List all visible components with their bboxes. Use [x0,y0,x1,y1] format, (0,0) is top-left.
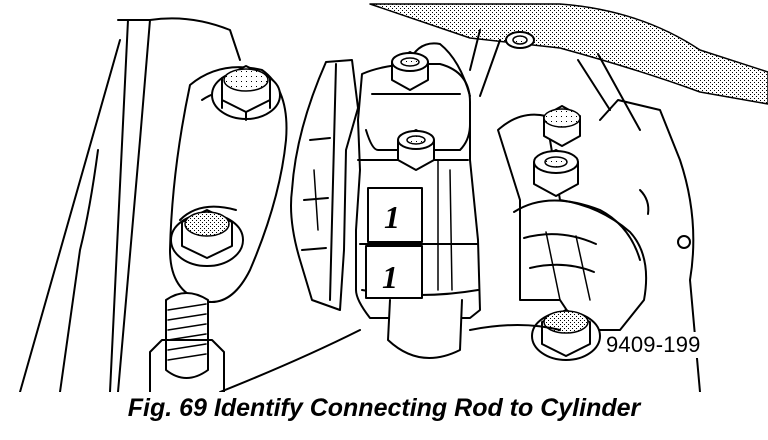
bolt-right-middle [533,149,579,197]
pan-rail [219,324,561,392]
rod-stamp-upper: 1 [384,199,400,235]
figure-reference-number: 9409-199 [604,332,703,358]
bolt-right-lower [531,309,601,361]
figure-caption: Fig. 69 Identify Connecting Rod to Cylin… [127,394,641,422]
gasket-strip [369,3,768,105]
bolt-right-upper [543,105,581,147]
stud-lower-left [149,292,225,392]
rod-stamp-box-upper [367,187,423,243]
bolt-upper-left [211,65,281,121]
rod-stamp-box-lower [365,245,423,299]
rod-stamp-lower: 1 [382,259,398,295]
right-crank-web [497,113,648,331]
crank-counterweight [290,59,359,311]
engine-illustration: 1 1 [19,3,768,392]
engine-block-drawing: 1 1 [19,3,768,392]
rod-bolt-top [391,51,429,91]
rod-bolt-middle [397,129,435,171]
right-block-wall [599,99,701,392]
bolt-middle-left [170,209,244,267]
left-block-wall [117,19,151,392]
